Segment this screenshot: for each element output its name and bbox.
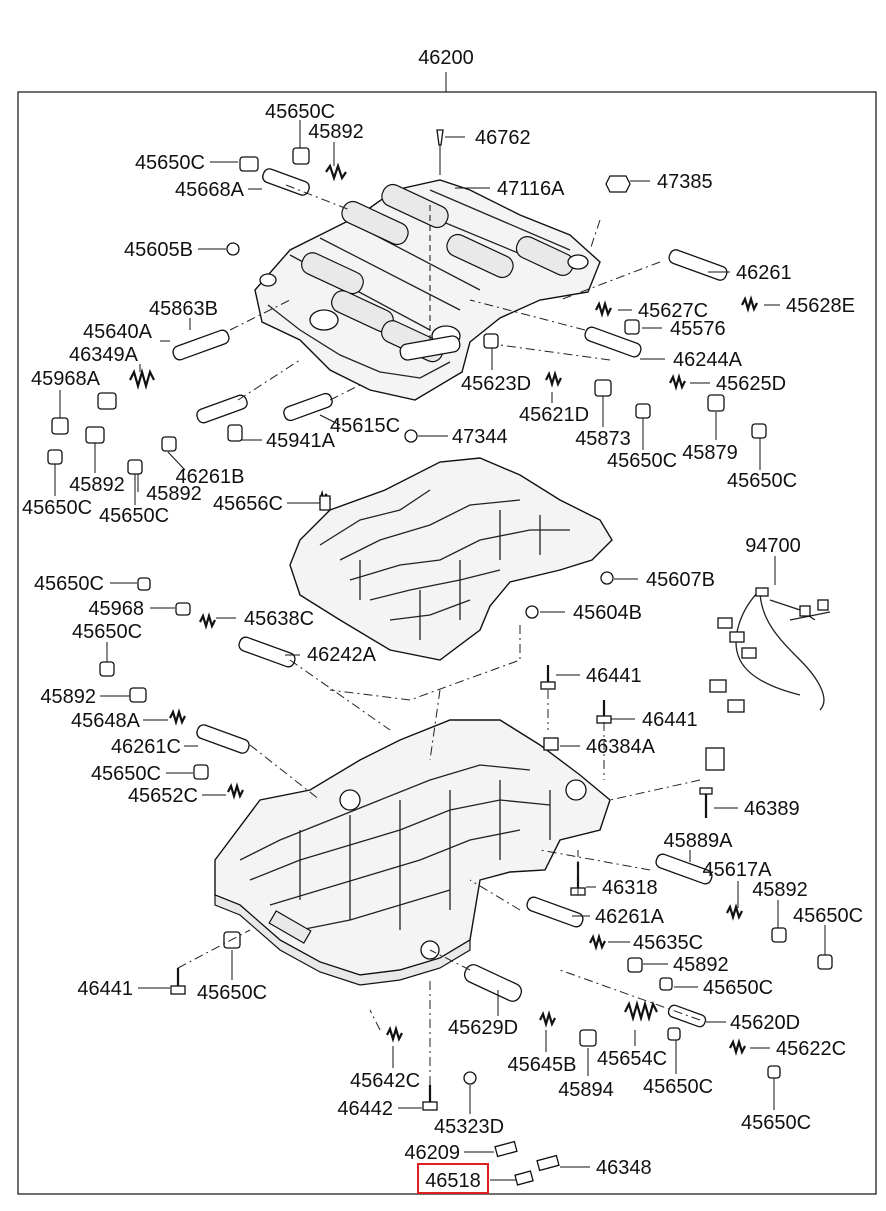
nut-47385 [605, 175, 631, 193]
springs [129, 162, 758, 1056]
part-label[interactable]: 45656C [213, 493, 283, 515]
part-label[interactable]: 46441 [77, 978, 133, 1000]
part-label[interactable]: 45620D [730, 1012, 800, 1034]
highlighted-part-label[interactable]: 46518 [425, 1170, 481, 1192]
part-label[interactable]: 46384A [586, 736, 656, 758]
part-label[interactable]: 45873 [575, 428, 631, 450]
part-label[interactable]: 45894 [558, 1079, 614, 1101]
part-label[interactable]: 45941A [266, 430, 336, 452]
part-label[interactable]: 45629D [448, 1017, 518, 1039]
part-label[interactable]: 45650C [607, 450, 677, 472]
part-labels: 46200 45650C 45892 46762 45650C 45668A 4… [22, 47, 863, 1194]
plugs [47, 147, 833, 1079]
part-label[interactable]: 45863B [149, 298, 218, 320]
part-label[interactable]: 45607B [646, 569, 715, 591]
bolt-46442 [422, 1085, 438, 1111]
part-label[interactable]: 45604B [573, 602, 642, 624]
part-label[interactable]: 45892 [752, 879, 808, 901]
part-label[interactable]: 45650C [727, 470, 797, 492]
part-label[interactable]: 45605B [124, 239, 193, 261]
part-label[interactable]: 45968A [31, 368, 101, 390]
leader-lines [54, 120, 826, 1181]
part-label[interactable]: 45889A [664, 830, 734, 852]
part-label[interactable]: 46762 [475, 127, 531, 149]
part-label[interactable]: 46441 [586, 665, 642, 687]
part-label[interactable]: 46261C [111, 736, 181, 758]
part-label[interactable]: 46441 [642, 709, 698, 731]
part-label[interactable]: 45645B [508, 1054, 577, 1076]
check-balls [226, 242, 614, 1085]
part-label[interactable]: 45623D [461, 373, 531, 395]
highlight-box [417, 1163, 489, 1194]
bolt-46441-upper [540, 665, 556, 690]
part-label[interactable]: 45892 [308, 121, 364, 143]
part-label[interactable]: 45650C [265, 101, 335, 123]
part-label[interactable]: 45892 [40, 686, 96, 708]
part-label[interactable]: 46261 [736, 262, 792, 284]
bolt-46384a [543, 737, 559, 751]
drawing-layer [47, 129, 833, 1186]
part-label[interactable]: 46261B [176, 466, 245, 488]
part-label[interactable]: 45628E [786, 295, 855, 317]
part-label[interactable]: 45892 [146, 483, 202, 505]
bolt-46389 [699, 747, 725, 818]
part-label[interactable]: 47116A [497, 178, 565, 200]
part-label[interactable]: 45650C [741, 1112, 811, 1134]
part-label[interactable]: 47344 [452, 426, 508, 448]
part-label[interactable]: 45650C [135, 152, 205, 174]
part-label[interactable]: 45648A [71, 710, 141, 732]
part-label[interactable]: 45650C [22, 497, 92, 519]
part-label[interactable]: 46318 [602, 877, 658, 899]
part-label[interactable]: 45622C [776, 1038, 846, 1060]
part-label[interactable]: 45576 [670, 318, 726, 340]
part-label[interactable]: 45892 [69, 474, 125, 496]
part-label[interactable]: 46389 [744, 798, 800, 820]
part-label[interactable]: 45968 [88, 598, 144, 620]
part-label[interactable]: 46209 [404, 1142, 460, 1164]
part-label[interactable]: 45650C [99, 505, 169, 527]
wiring-harness [709, 587, 831, 713]
part-label[interactable]: 45617A [703, 859, 773, 881]
part-label[interactable]: 45668A [175, 179, 245, 201]
upper-valve-body [254, 129, 601, 401]
part-label[interactable]: 45650C [793, 905, 863, 927]
part-label[interactable]: 45615C [330, 415, 400, 437]
part-label[interactable]: 45650C [91, 763, 161, 785]
part-label[interactable]: 46242A [307, 644, 377, 666]
part-label[interactable]: 94700 [745, 535, 801, 557]
part-label[interactable]: 46348 [596, 1157, 652, 1179]
part-label[interactable]: 45650C [703, 977, 773, 999]
bolt-46441-lower [170, 968, 186, 995]
part-label[interactable]: 45627C [638, 300, 708, 322]
bolt-46441-mid [596, 700, 612, 724]
part-label[interactable]: 46349A [69, 344, 139, 366]
part-label[interactable]: 45892 [673, 954, 729, 976]
part-label[interactable]: 47385 [657, 171, 713, 193]
part-label[interactable]: 45621D [519, 404, 589, 426]
part-label[interactable]: 46442 [337, 1098, 393, 1120]
part-label[interactable]: 45625D [716, 373, 786, 395]
valve-spools [172, 168, 728, 1028]
part-label[interactable]: 45652C [128, 785, 198, 807]
part-label[interactable]: 45650C [34, 573, 104, 595]
part-label[interactable]: 45638C [244, 608, 314, 630]
part-label[interactable]: 45323D [434, 1116, 504, 1138]
assembly-lines [177, 184, 701, 1085]
part-label[interactable]: 45635C [633, 932, 703, 954]
part-label[interactable]: 45879 [682, 442, 738, 464]
clips [319, 495, 560, 1186]
separator-plate [289, 457, 613, 661]
part-label[interactable]: 46244A [673, 349, 743, 371]
part-label[interactable]: 45642C [350, 1070, 420, 1092]
part-label[interactable]: 45640A [83, 321, 153, 343]
part-label[interactable]: 45650C [643, 1076, 713, 1098]
assembly-number-label: 46200 [418, 47, 474, 69]
lower-valve-body [214, 719, 611, 986]
part-label[interactable]: 45654C [597, 1048, 667, 1070]
part-label[interactable]: 45650C [197, 982, 267, 1004]
part-label[interactable]: 45650C [72, 621, 142, 643]
part-label[interactable]: 46261A [595, 906, 665, 928]
